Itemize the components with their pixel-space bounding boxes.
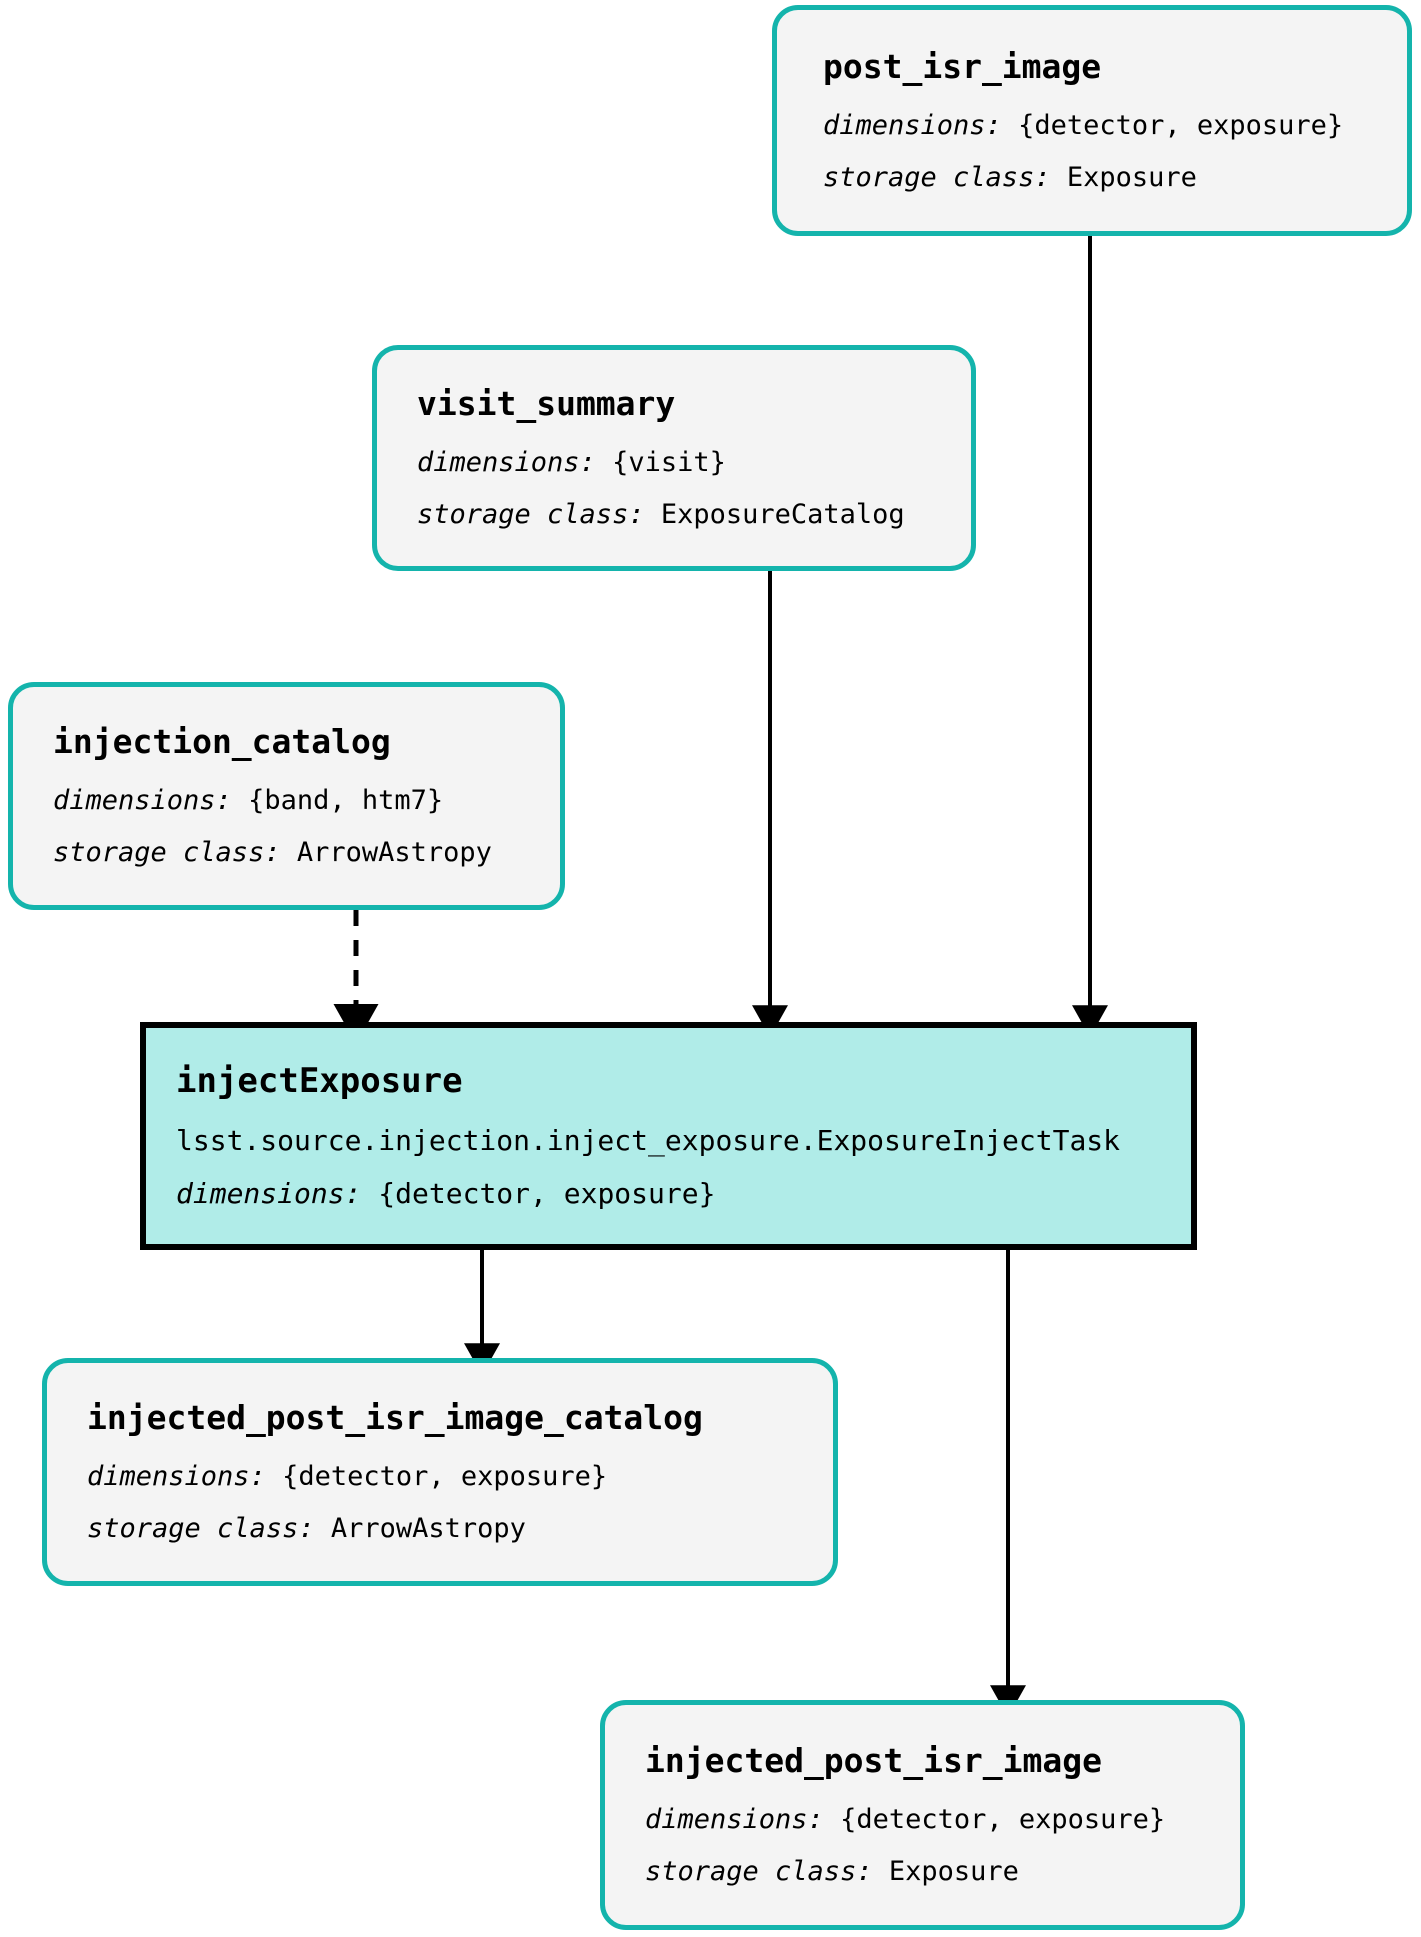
storage-class-value: ExposureCatalog (660, 499, 905, 531)
node-dimensions-line: dimensions: {detector, exposure} (87, 1462, 833, 1492)
node-dimensions-line: dimensions: {visit} (417, 448, 971, 478)
node-storage-class-line: storage class: ArrowAstropy (87, 1514, 833, 1544)
dataset-node-post-isr-image[interactable]: post_isr_image dimensions: {detector, ex… (772, 5, 1412, 236)
task-node-inject-exposure[interactable]: injectExposure lsst.source.injection.inj… (140, 1022, 1197, 1250)
storage-class-label: storage class: (87, 1513, 315, 1545)
node-storage-class-line: storage class: ExposureCatalog (417, 500, 971, 530)
storage-class-label: storage class: (417, 499, 645, 531)
node-storage-class-line: storage class: Exposure (823, 161, 1407, 193)
dimensions-value: {detector, exposure} (840, 1804, 1166, 1836)
dataset-node-visit-summary[interactable]: visit_summary dimensions: {visit} storag… (372, 345, 976, 571)
node-title: post_isr_image (823, 46, 1102, 86)
node-title: injection_catalog (53, 722, 391, 762)
dimensions-label: dimensions: (87, 1461, 266, 1493)
node-title: injected_post_isr_image (645, 1741, 1102, 1781)
dimensions-label: dimensions: (417, 447, 596, 479)
dimensions-label: dimensions: (176, 1176, 362, 1210)
storage-class-value: Exposure (888, 1856, 1019, 1888)
dataset-node-injected-post-isr-image-catalog[interactable]: injected_post_isr_image_catalog dimensio… (42, 1358, 838, 1586)
node-storage-class-line: storage class: ArrowAstropy (53, 838, 560, 868)
dimensions-label: dimensions: (645, 1804, 824, 1836)
dimensions-label: dimensions: (823, 109, 1002, 141)
dimensions-value: {visit} (612, 447, 726, 479)
storage-class-value: Exposure (1066, 161, 1197, 193)
node-storage-class-line: storage class: Exposure (645, 1857, 1240, 1887)
node-dimensions-line: dimensions: {detector, exposure} (823, 111, 1407, 141)
storage-class-label: storage class: (645, 1856, 873, 1888)
dimensions-label: dimensions: (53, 785, 232, 817)
dimensions-value: {band, htm7} (248, 785, 444, 817)
node-dimensions-line: dimensions: {detector, exposure} (176, 1176, 1191, 1210)
storage-class-value: ArrowAstropy (296, 837, 492, 869)
storage-class-value: ArrowAstropy (330, 1513, 526, 1545)
dimensions-value: {detector, exposure} (378, 1176, 716, 1210)
dataset-node-injected-post-isr-image[interactable]: injected_post_isr_image dimensions: {det… (600, 1700, 1245, 1930)
node-dimensions-line: dimensions: {detector, exposure} (645, 1805, 1240, 1835)
node-title: visit_summary (417, 384, 676, 424)
dimensions-value: {detector, exposure} (282, 1461, 608, 1493)
dataset-node-injection-catalog[interactable]: injection_catalog dimensions: {band, htm… (8, 682, 565, 910)
storage-class-label: storage class: (823, 161, 1051, 193)
node-title: injectExposure (176, 1060, 463, 1101)
node-dimensions-line: dimensions: {band, htm7} (53, 786, 560, 816)
node-title: injected_post_isr_image_catalog (87, 1398, 703, 1438)
node-task-class-line: lsst.source.injection.inject_exposure.Ex… (176, 1123, 1121, 1157)
dimensions-value: {detector, exposure} (1018, 109, 1344, 141)
storage-class-label: storage class: (53, 837, 281, 869)
